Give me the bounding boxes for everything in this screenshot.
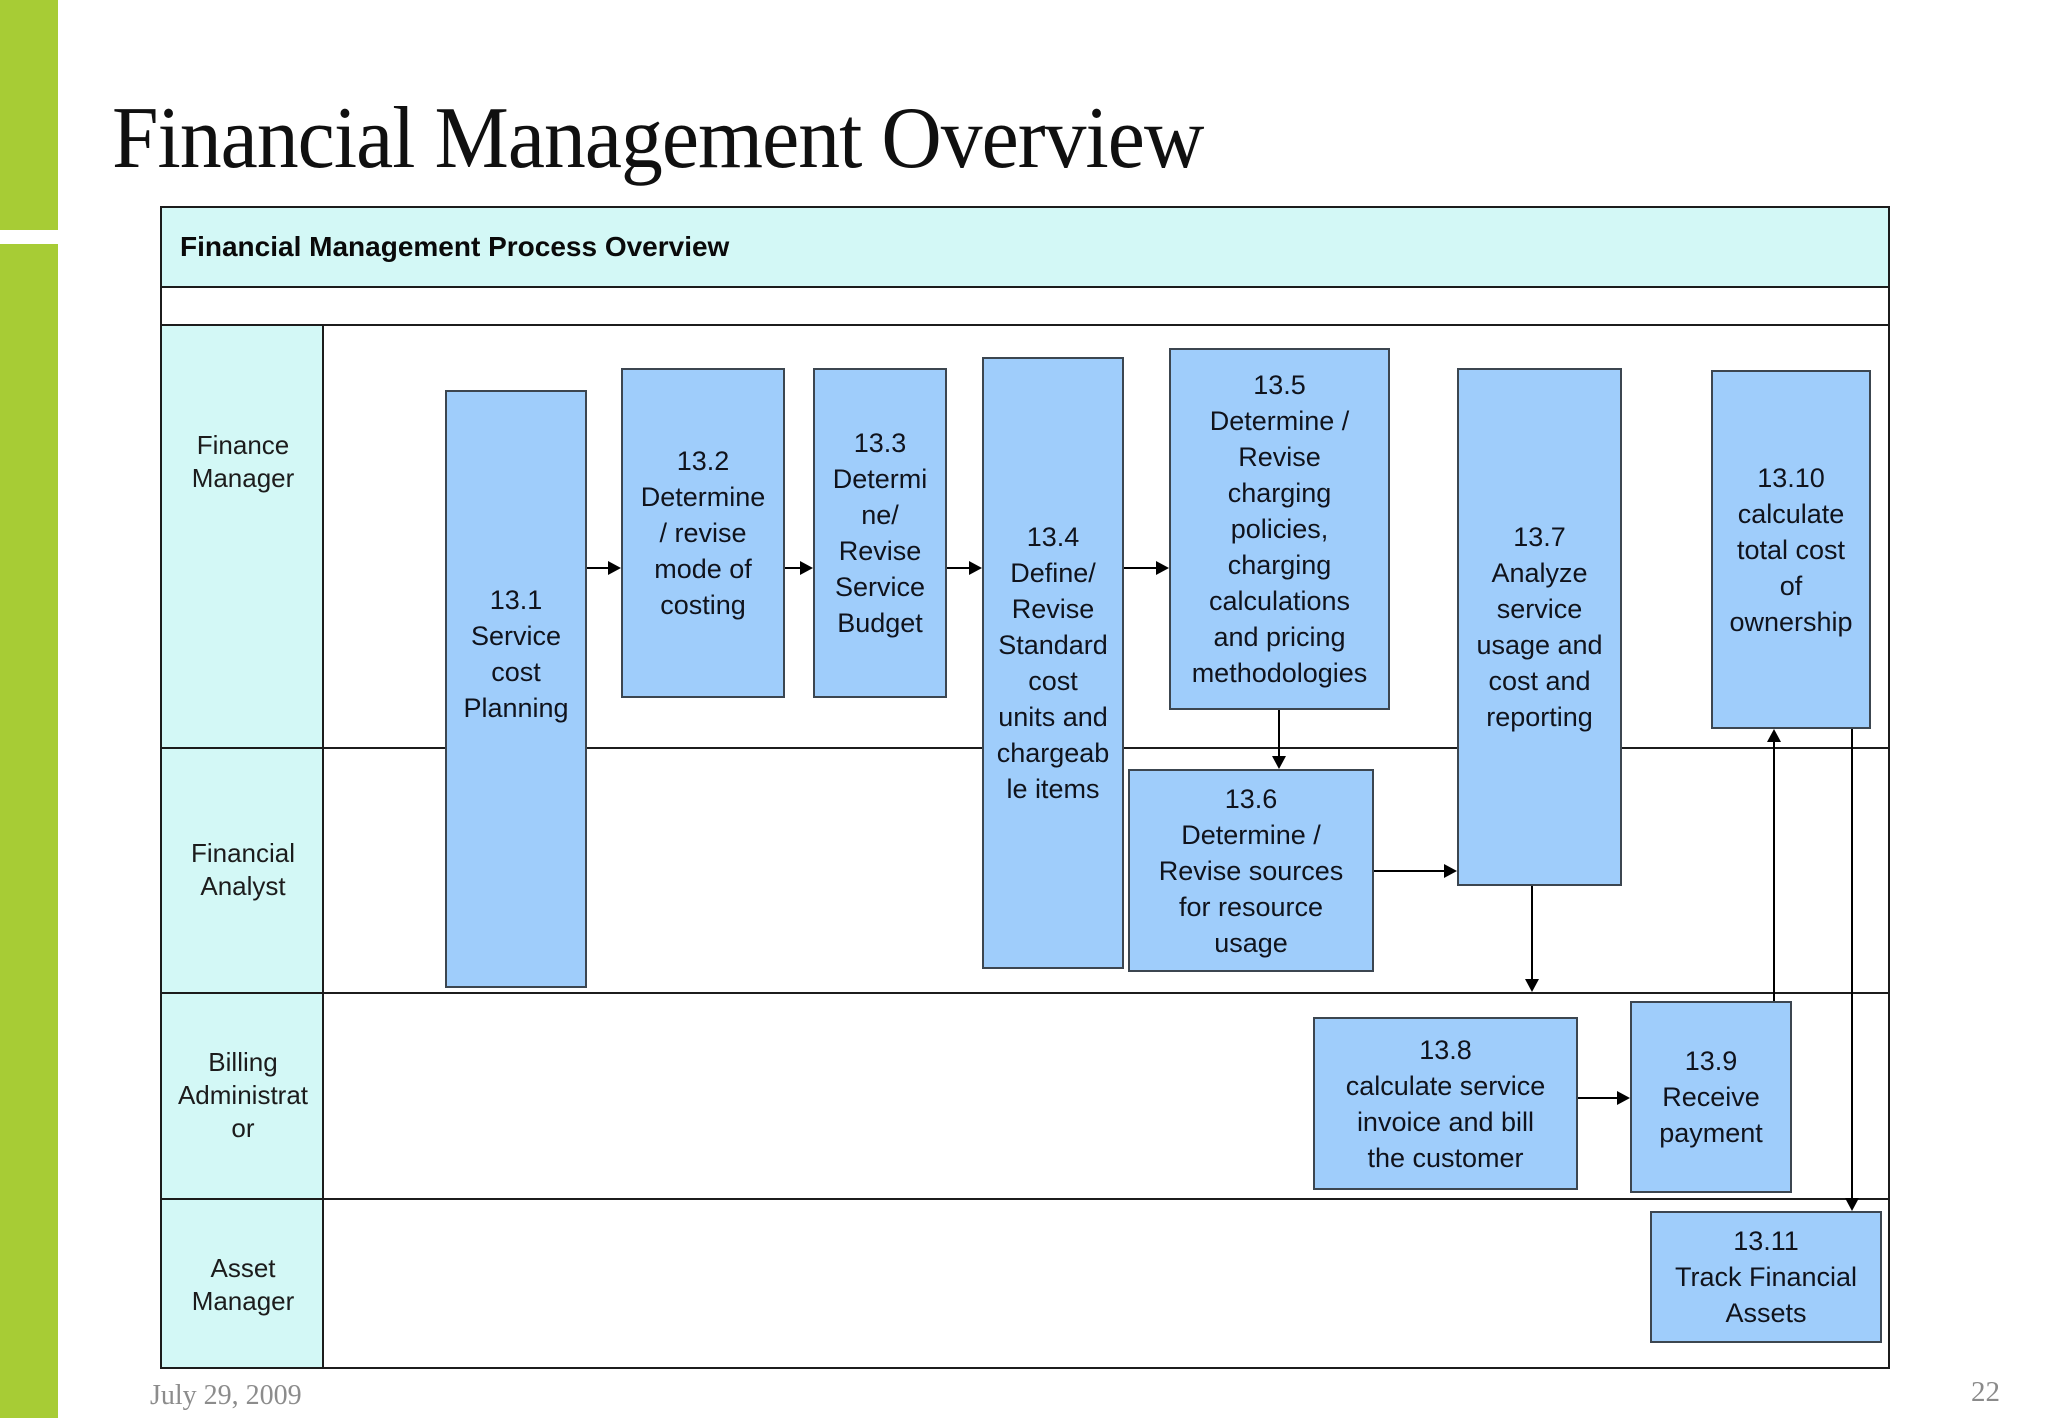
lane-label-asset-manager: Asset Manager bbox=[191, 1252, 295, 1316]
accent-bar-bottom bbox=[0, 244, 58, 1418]
arrow-line bbox=[1278, 710, 1280, 756]
accent-bar-top bbox=[0, 0, 58, 230]
process-box-13-10: 13.10 calculate total cost of ownership bbox=[1711, 370, 1871, 729]
arrow-line bbox=[785, 567, 800, 569]
arrow-line bbox=[947, 567, 969, 569]
arrow-line bbox=[1531, 886, 1533, 979]
arrow-head-icon bbox=[1156, 561, 1169, 575]
swimlane-label-column bbox=[162, 326, 324, 1367]
arrow-head-icon bbox=[800, 561, 813, 575]
process-box-13-1: 13.1 Service cost Planning bbox=[445, 390, 587, 988]
process-box-13-6: 13.6 Determine / Revise sources for reso… bbox=[1128, 769, 1374, 972]
process-diagram: Financial Management Process Overview Fi… bbox=[160, 206, 1890, 1369]
lane-divider-2 bbox=[162, 992, 1888, 994]
arrow-head-icon bbox=[969, 561, 982, 575]
process-box-13-2: 13.2 Determine / revise mode of costing bbox=[621, 368, 785, 698]
arrow-head-icon bbox=[608, 561, 621, 575]
arrow-line bbox=[1773, 742, 1775, 1001]
lane-label-financial-analyst: Financial Analyst bbox=[190, 837, 296, 901]
footer-date: July 29, 2009 bbox=[150, 1380, 302, 1411]
arrow-head-icon bbox=[1617, 1091, 1630, 1105]
lane-divider-3 bbox=[162, 1198, 1888, 1200]
diagram-header: Financial Management Process Overview bbox=[162, 208, 1888, 288]
process-box-13-11: 13.11 Track Financial Assets bbox=[1650, 1211, 1882, 1343]
diagram-spacer-row bbox=[162, 288, 1888, 326]
process-box-13-5: 13.5 Determine / Revise charging policie… bbox=[1169, 348, 1390, 710]
arrow-head-icon bbox=[1525, 979, 1539, 992]
arrow-line bbox=[1578, 1097, 1617, 1099]
page-number: 22 bbox=[1971, 1376, 2000, 1408]
arrow-line bbox=[1374, 870, 1444, 872]
arrow-head-icon bbox=[1767, 729, 1781, 742]
arrow-head-icon bbox=[1845, 1198, 1859, 1211]
process-box-13-8: 13.8 calculate service invoice and bill … bbox=[1313, 1017, 1578, 1190]
arrow-head-icon bbox=[1272, 756, 1286, 769]
lane-label-finance-manager: Finance Manager bbox=[191, 429, 295, 493]
process-box-13-9: 13.9 Receive payment bbox=[1630, 1001, 1792, 1193]
process-box-13-3: 13.3 Determi ne/ Revise Service Budget bbox=[813, 368, 947, 698]
arrow-line bbox=[1851, 729, 1853, 1198]
arrow-head-icon bbox=[1444, 864, 1457, 878]
lane-label-billing-administrator: Billing Administrat or bbox=[177, 1046, 309, 1143]
arrow-line bbox=[1124, 567, 1156, 569]
process-box-13-7: 13.7 Analyze service usage and cost and … bbox=[1457, 368, 1622, 886]
diagram-title: Financial Management Process Overview bbox=[180, 231, 730, 262]
slide-title: Financial Management Overview bbox=[112, 90, 1204, 187]
process-box-13-4: 13.4 Define/ Revise Standard cost units … bbox=[982, 357, 1124, 969]
arrow-line bbox=[587, 567, 608, 569]
